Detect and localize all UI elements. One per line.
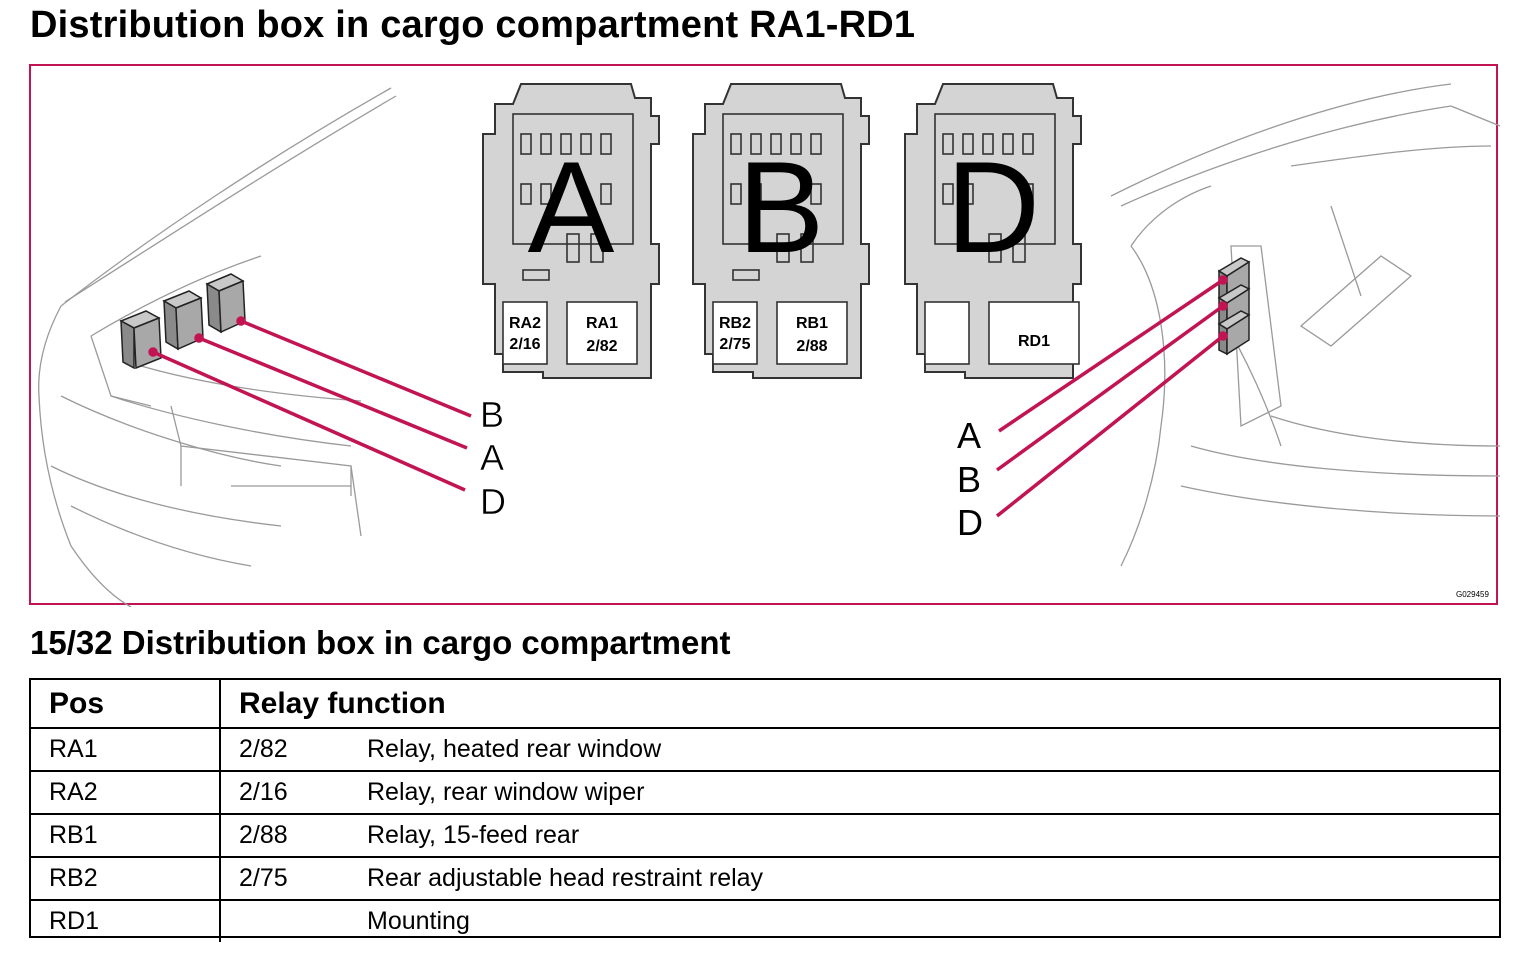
row-function: Rear adjustable head restraint relay (349, 856, 1499, 900)
row-code: 2/82 (239, 735, 288, 763)
row-pos: RD1 (31, 899, 221, 942)
image-code: G029459 (1456, 590, 1489, 599)
row-function: Relay, rear window wiper (349, 770, 1499, 814)
left-callout-d: D (480, 481, 506, 522)
row-function: Mounting (349, 899, 1499, 942)
table-row: RD1 Mounting (31, 899, 1499, 942)
relay-box-a: A RA2 2/16 RA1 2/82 (482, 83, 660, 379)
left-callout-a: A (480, 437, 504, 478)
left-callout-labels: B A D (480, 394, 507, 523)
row-pos: RA2 (31, 770, 221, 814)
right-callout-lines (995, 275, 1228, 518)
box-b-relay-2-name: RB1 (796, 315, 828, 332)
box-a-relay-2-code: 2/82 (586, 338, 617, 355)
left-relays (119, 273, 246, 370)
row-function: Relay, heated rear window (367, 735, 662, 763)
distribution-box-figure: B A D A RA2 2/16 RA1 2/82 (29, 64, 1500, 607)
table-row: RB2 2/75 Rear adjustable head restraint … (31, 856, 1499, 900)
box-a-relay-1-code: 2/16 (509, 336, 540, 353)
header-pos: Pos (31, 680, 221, 729)
relay-box-d: D RD1 (904, 83, 1082, 379)
right-relays (1217, 257, 1251, 356)
row-code: 2/75 (220, 856, 349, 900)
relay-table: Pos Relay function RA1 2/82 Relay, heate… (29, 678, 1501, 942)
table-header-row: Pos Relay function (31, 680, 1499, 729)
row-function: Relay, 15-feed rear (349, 813, 1499, 857)
left-callout-b: B (480, 394, 504, 435)
right-callout-b: B (957, 459, 981, 500)
row-code: 2/88 (220, 813, 349, 857)
relay-table-grid: Pos Relay function RA1 2/82 Relay, heate… (31, 680, 1499, 942)
page-title: Distribution box in cargo compartment RA… (30, 4, 916, 46)
box-a-relay-1-name: RA2 (509, 315, 541, 332)
box-a-relay-2-name: RA1 (586, 315, 618, 332)
figure-svg: B A D A RA2 2/16 RA1 2/82 (38, 83, 1500, 607)
box-d-letter: D (946, 134, 1040, 280)
row-pos: RB1 (31, 813, 221, 857)
box-d-relay-2-name: RD1 (1018, 333, 1050, 350)
section-title: 15/32 Distribution box in cargo compartm… (30, 624, 731, 661)
box-b-relay-1-code: 2/75 (719, 336, 750, 353)
row-code: 2/16 (220, 770, 349, 814)
right-callout-a: A (957, 415, 981, 456)
left-car-outline (38, 87, 397, 607)
table-row: RB1 2/88 Relay, 15-feed rear (31, 813, 1499, 857)
box-b-letter: B (738, 134, 825, 280)
right-car-outline (1110, 83, 1500, 567)
left-callout-lines (148, 316, 472, 492)
box-b-relay-2-code: 2/88 (796, 338, 827, 355)
row-code (220, 899, 349, 942)
box-b-relay-1-name: RB2 (719, 315, 751, 332)
table-row: RA2 2/16 Relay, rear window wiper (31, 770, 1499, 814)
left-relay-d (119, 310, 162, 370)
relay-box-b: B RB2 2/75 RB1 2/88 (692, 83, 870, 379)
row-pos: RB2 (31, 856, 221, 900)
row-pos: RA1 (31, 728, 221, 771)
header-function: Relay function (220, 680, 1499, 729)
box-a-letter: A (528, 134, 615, 280)
table-row: RA1 2/82 Relay, heated rear window (31, 728, 1499, 771)
right-callout-d: D (957, 502, 983, 543)
right-callout-labels: A B D (957, 415, 983, 543)
